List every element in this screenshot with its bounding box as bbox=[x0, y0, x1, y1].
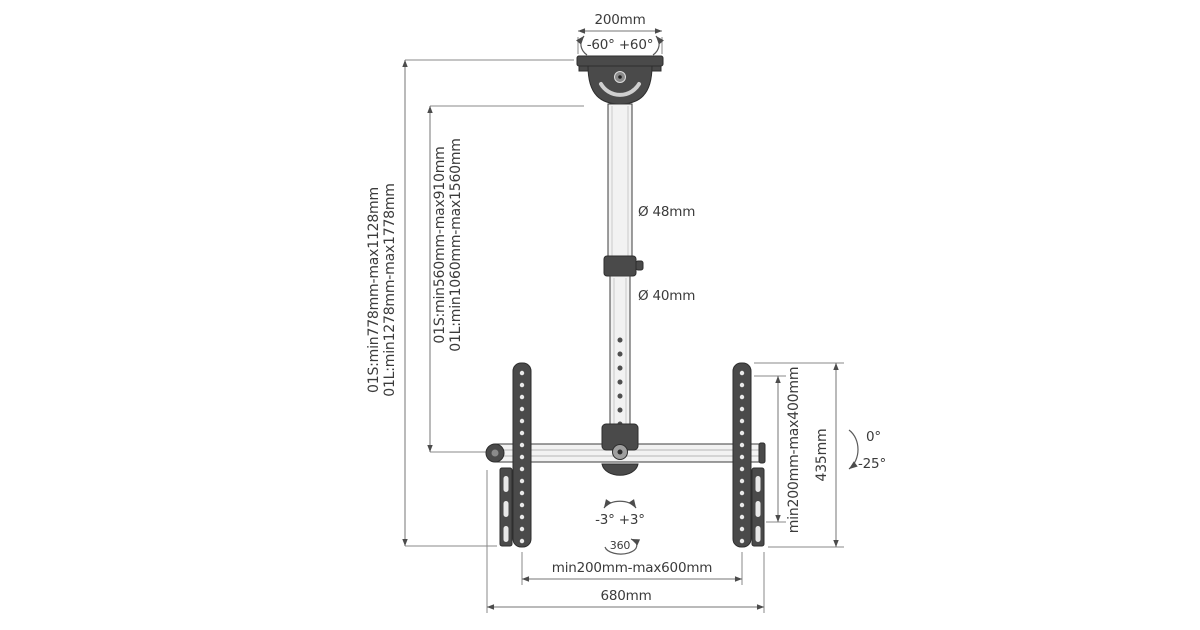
ceiling-plate-top bbox=[576, 55, 664, 67]
crossbar-end-cap bbox=[758, 442, 766, 464]
plate-slot bbox=[503, 526, 509, 542]
label-top-swivel: -60° +60° bbox=[587, 37, 654, 53]
clamp-bolt bbox=[635, 260, 644, 271]
center-bolt-dot bbox=[618, 75, 622, 79]
plate-slot bbox=[503, 476, 509, 492]
label-overall-height-01s: 01S:min778mm-max1128mm bbox=[366, 187, 382, 393]
label-vesa-vertical: min200mm-max400mm bbox=[786, 367, 802, 534]
clamp-collar bbox=[603, 255, 637, 277]
dim-vesa-vertical: min200mm-max400mm bbox=[754, 367, 802, 534]
joint-hub-dot bbox=[617, 449, 623, 455]
label-rotation-360: 360 bbox=[610, 539, 631, 552]
dim-vesa-horizontal: min200mm-max600mm bbox=[521, 552, 743, 585]
label-overall-width: 680mm bbox=[600, 588, 651, 604]
label-ceiling-width: 200mm bbox=[594, 12, 645, 28]
swivel-arrow-right bbox=[652, 35, 664, 56]
swivel-slot bbox=[599, 82, 641, 97]
ceiling-plate-ear-left bbox=[578, 65, 590, 72]
fine-swivel-indicator: -3° +3° bbox=[595, 499, 645, 528]
label-upper-diameter: Ø 48mm bbox=[638, 204, 695, 220]
ceiling-plate-ear-right bbox=[650, 65, 662, 72]
ceiling-mount-plate bbox=[576, 55, 664, 105]
crossbar-knob-center bbox=[491, 449, 499, 457]
label-tilt-down: -25° bbox=[858, 456, 886, 472]
label-bracket-height: 435mm bbox=[814, 429, 830, 482]
tilt-indicator: 0° -25° bbox=[848, 429, 886, 472]
label-vesa-horizontal: min200mm-max600mm bbox=[552, 560, 712, 576]
center-joint bbox=[601, 423, 639, 476]
label-fine-swivel: -3° +3° bbox=[595, 512, 645, 528]
label-pole-height-01l: 01L:min1060mm-max1560mm bbox=[448, 138, 464, 352]
label-overall-height-01l: 01L:min1278mm-max1778mm bbox=[382, 183, 398, 397]
label-tilt-up: 0° bbox=[866, 429, 881, 445]
plate-slot bbox=[503, 501, 509, 517]
swivel-arrow-left bbox=[576, 35, 588, 56]
label-lower-diameter: Ø 40mm bbox=[638, 288, 695, 304]
plate-slot bbox=[755, 476, 761, 492]
tilt-arrow bbox=[848, 429, 859, 470]
tv-rail-right bbox=[732, 362, 765, 548]
dim-pole-height: 01S:min560mm-max910mm 01L:min1060mm-max1… bbox=[427, 105, 584, 453]
plate-slot bbox=[755, 501, 761, 517]
dim-overall-height: 01S:min778mm-max1128mm 01L:min1278mm-max… bbox=[366, 59, 574, 547]
fine-swivel-arrow bbox=[603, 499, 637, 509]
telescopic-pole bbox=[603, 103, 644, 433]
plate-slot bbox=[755, 526, 761, 542]
rotation-ellipse-arrow bbox=[604, 538, 641, 555]
dim-overall-width: 680mm bbox=[486, 470, 765, 613]
joint-dome-cap bbox=[601, 463, 639, 476]
rotation-indicator: 360 bbox=[604, 538, 641, 555]
top-swivel-indicator: -60° +60° bbox=[576, 35, 664, 56]
crossbar-assembly bbox=[485, 442, 766, 464]
label-pole-height-01s: 01S:min560mm-max910mm bbox=[432, 146, 448, 343]
tv-rail-left bbox=[499, 362, 532, 548]
dim-bracket-height: 435mm bbox=[754, 362, 844, 548]
